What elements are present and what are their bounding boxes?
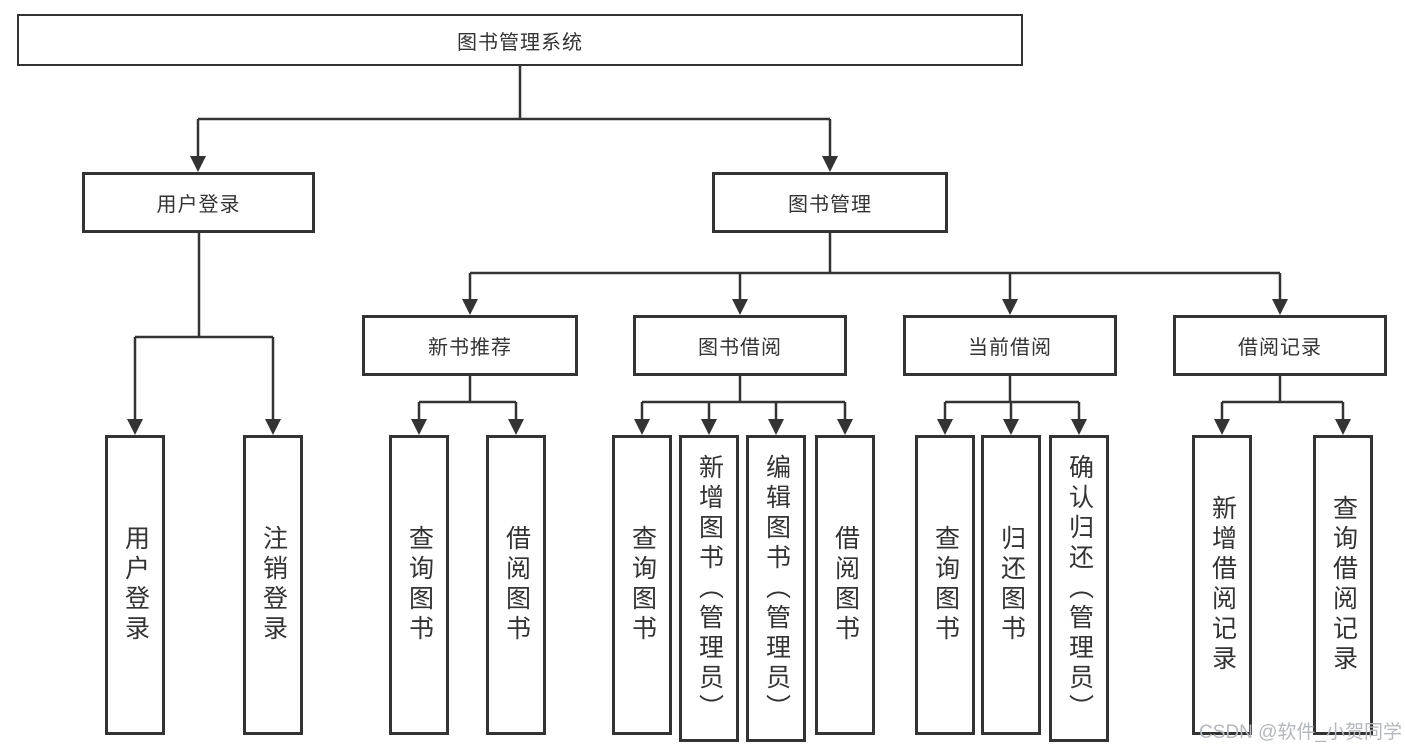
connector-book-borrow: [634, 376, 853, 435]
leaf-return-book: 归还图书: [981, 435, 1041, 735]
node-library-management-system: 图书管理系统: [17, 14, 1023, 66]
leaf-query-book-current: 查询图书: [915, 435, 975, 735]
leaf-query-book-borrow: 查询图书: [612, 435, 672, 735]
leaf-user-login: 用户登录: [105, 435, 165, 735]
connector-current-borrow: [937, 376, 1087, 435]
node-user-login: 用户登录: [82, 172, 315, 233]
connector-root: [190, 66, 838, 172]
node-book-borrow: 图书借阅: [633, 315, 847, 376]
leaf-borrow-book-recommend: 借阅图书: [486, 435, 546, 735]
node-new-book-recommend: 新书推荐: [362, 315, 578, 376]
connector-user-login: [127, 233, 281, 435]
leaf-confirm-return-admin: 确认归还（管理员）: [1049, 435, 1109, 742]
node-borrow-records: 借阅记录: [1173, 315, 1387, 376]
connector-borrow-records: [1214, 376, 1351, 435]
connector-new-book-recommend: [411, 376, 524, 435]
leaf-borrow-book: 借阅图书: [815, 435, 875, 735]
leaf-add-borrow-record: 新增借阅记录: [1192, 435, 1252, 735]
leaf-query-book-recommend: 查询图书: [389, 435, 449, 735]
connector-book-management: [462, 233, 1288, 315]
leaf-logout: 注销登录: [243, 435, 303, 735]
leaf-edit-book-admin: 编辑图书（管理员）: [746, 435, 806, 742]
node-current-borrow: 当前借阅: [903, 315, 1117, 376]
node-book-management: 图书管理: [712, 172, 948, 233]
leaf-add-book-admin: 新增图书（管理员）: [679, 435, 739, 742]
csdn-watermark: CSDN @软件_小贺同学: [1199, 722, 1402, 743]
leaf-query-borrow-record: 查询借阅记录: [1313, 435, 1373, 735]
